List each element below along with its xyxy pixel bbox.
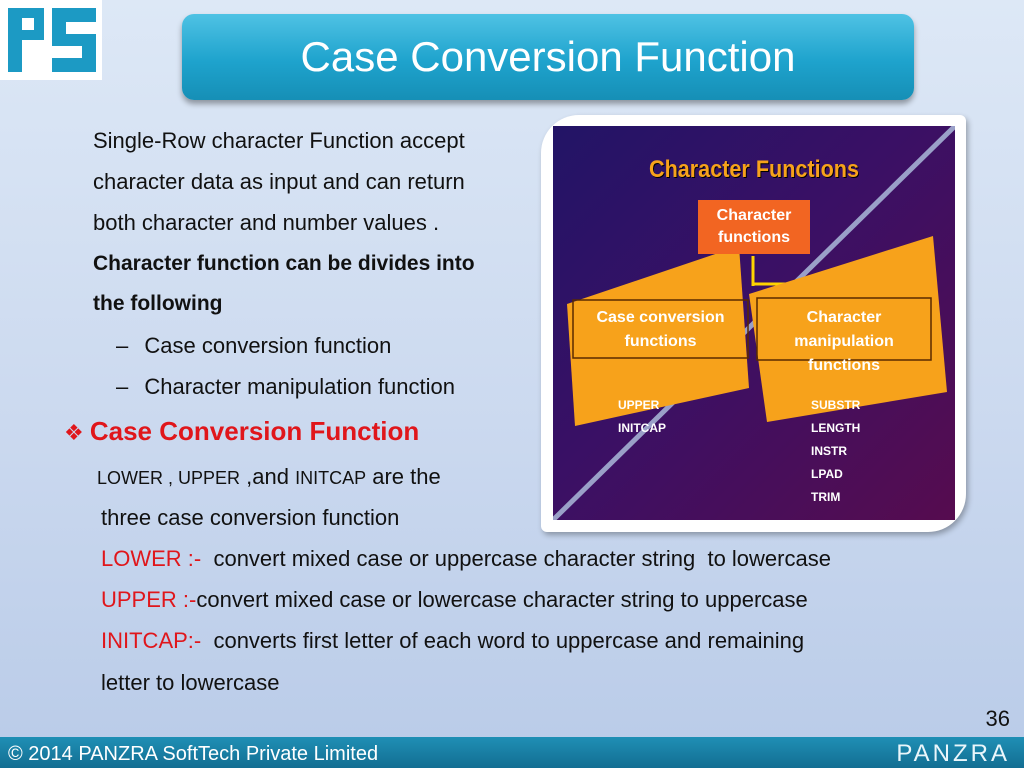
right-branch-item: LENGTH: [811, 421, 861, 435]
definition-upper: UPPER :-convert mixed case or lowercase …: [101, 587, 808, 613]
figure-root-line: functions: [718, 229, 790, 246]
bullet-item: – Case conversion function: [116, 333, 391, 359]
bullet-item: – Character manipulation function: [116, 374, 455, 400]
bold-line: Character function can be divides into: [93, 252, 475, 275]
footer-bar: © 2014 PANZRA SoftTech Private Limited P…: [0, 737, 1024, 768]
definition-tail: letter to lowercase: [101, 670, 280, 695]
right-branch-label: Character manipulation functions: [757, 306, 931, 378]
character-functions-figure: Character Functions Character functions …: [553, 126, 955, 520]
paragraph-line: character data as input and can return: [93, 169, 465, 194]
definition-term: INITCAP:-: [101, 628, 202, 653]
definition-lower: LOWER :- convert mixed case or uppercase…: [101, 546, 831, 572]
right-branch-shape: [749, 236, 947, 422]
slide-title: Case Conversion Function: [300, 33, 796, 80]
definition-term: LOWER :-: [101, 546, 202, 571]
footer-copyright: © 2014 PANZRA SoftTech Private Limited: [8, 743, 379, 765]
section-heading: ❖ Case Conversion Function: [64, 416, 419, 447]
initcap-term: INITCAP: [295, 468, 367, 488]
figure-root-line: Character: [716, 207, 792, 224]
section-heading-text: Case Conversion Function: [89, 416, 420, 446]
intro-line-2: three case conversion function: [101, 505, 400, 530]
right-branch-item: INSTR: [811, 444, 847, 458]
left-branch-item: INITCAP: [618, 421, 666, 435]
bullet-text: Character manipulation function: [144, 374, 455, 399]
slide-title-banner: Case Conversion Function: [182, 14, 914, 100]
figure-graphics: [553, 126, 955, 520]
right-branch-line: Character manipulation: [794, 309, 894, 350]
intro-line: LOWER , UPPER ,and INITCAP are the: [97, 464, 441, 490]
right-branch-box: [756, 297, 932, 361]
figure-title: Character Functions: [648, 156, 860, 183]
right-branch-item: LPAD: [811, 467, 843, 481]
definition-text: converts first letter of each word to up…: [201, 628, 805, 653]
footer-brand-logo: PANZRA: [896, 740, 1010, 767]
intro-separator: ,: [163, 468, 179, 488]
company-logo: [0, 0, 102, 80]
diamond-bullet-icon: ❖: [64, 420, 84, 445]
right-branch-item: SUBSTR: [811, 398, 861, 412]
bullet-text: Case conversion function: [144, 333, 392, 358]
right-branch-line: functions: [808, 357, 880, 374]
left-branch-shape: [567, 246, 749, 426]
definition-text: convert mixed case or lowercase characte…: [196, 587, 808, 612]
upper-term: UPPER: [178, 468, 241, 488]
bullet-dash: –: [116, 333, 129, 358]
left-branch-box: [572, 299, 749, 359]
panzra-logo-icon: [0, 0, 102, 80]
lower-term: LOWER: [97, 468, 164, 488]
paragraph-line: both character and number values .: [93, 210, 440, 235]
bold-line: the following: [93, 292, 223, 315]
left-branch-line: Case conversion: [596, 309, 725, 326]
page-number: 36: [985, 706, 1010, 731]
intro-separator: ,and: [240, 464, 296, 489]
left-branch-item: UPPER: [618, 398, 660, 412]
left-branch-label: Case conversion functions: [573, 306, 748, 354]
intro-rest: are the: [366, 464, 441, 489]
definition-term: UPPER :-: [101, 587, 197, 612]
right-branch-item: TRIM: [811, 490, 841, 504]
figure-root-box: Character functions: [698, 200, 810, 254]
left-branch-line: functions: [624, 333, 697, 350]
bullet-dash: –: [116, 374, 129, 399]
definition-text: convert mixed case or uppercase characte…: [201, 546, 831, 571]
paragraph-line: Single-Row character Function accept: [93, 128, 465, 153]
definition-initcap: INITCAP:- converts first letter of each …: [101, 628, 804, 654]
